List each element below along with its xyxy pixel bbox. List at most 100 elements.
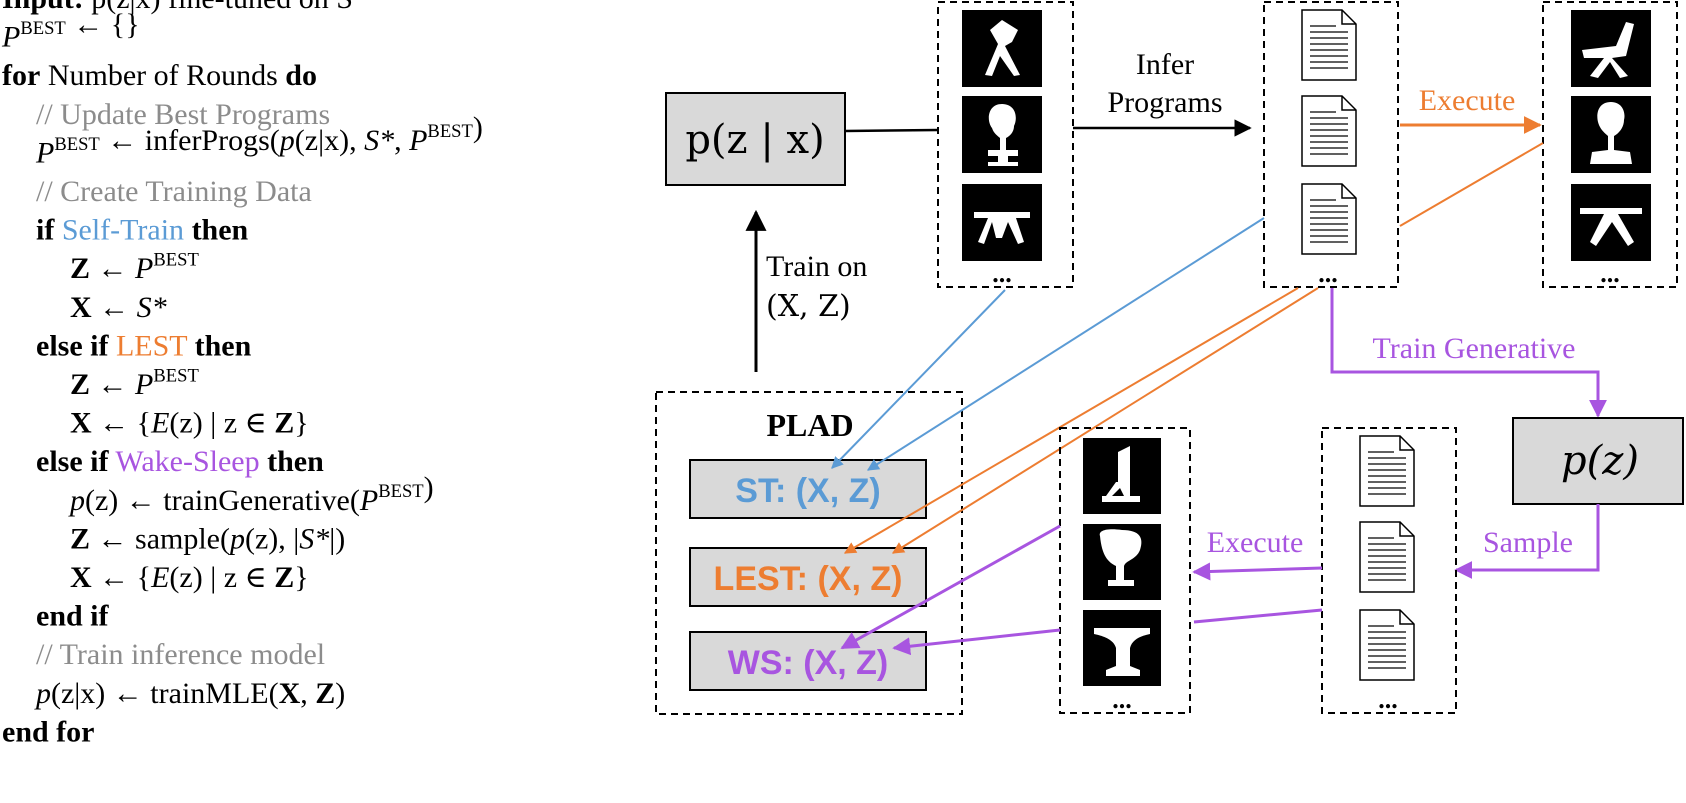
generative-model-box: p(z) [1512, 417, 1684, 505]
algorithm-line: // Create Training Data [36, 175, 312, 208]
lest-arrow-from-executed [891, 287, 1319, 554]
algorithm-token: ) [473, 111, 483, 144]
execute-bottom-label: Execute [1207, 526, 1304, 559]
algorithm-token: P [1, 21, 20, 54]
algorithm-token: then [195, 329, 252, 362]
chair-shape [1590, 102, 1632, 164]
inference-model-box: p(z | x) [665, 92, 846, 186]
algorithm-token: ) [335, 677, 345, 710]
algorithm-line: PBEST ← inferProgs(p(z|x), S*, PBEST) [35, 111, 483, 169]
algorithm-token: p [278, 124, 295, 157]
algorithm-line: // Train inference model [36, 638, 325, 671]
program-doc-icon [1301, 95, 1357, 167]
algorithm-listing: Input: p(z|x) fine-tuned on S*PBEST ← {}… [1, 0, 483, 748]
algorithm-token: X [70, 407, 92, 440]
lest-line-from-executed [1399, 142, 1544, 227]
algorithm-line: Z ← PBEST [70, 250, 199, 286]
table-shape [974, 212, 1030, 244]
ellipsis: ... [1378, 685, 1398, 714]
plad-group: PLAD ST: (X, Z) LEST: (X, Z) WS: (X, Z) [655, 391, 963, 715]
algorithm-line: p(z) ← trainGenerative(PBEST) [68, 471, 434, 517]
algorithm-token: Wake-Sleep [108, 445, 267, 478]
algorithm-token: p [34, 677, 51, 710]
algorithm-token: S* [299, 522, 329, 555]
algorithm-token: E [150, 561, 169, 594]
algorithm-token: Z [315, 677, 335, 710]
chair-shape [1582, 22, 1634, 78]
algorithm-line: end if [36, 600, 110, 633]
algorithm-token: else if [36, 329, 109, 362]
algorithm-token: S* [137, 291, 167, 324]
algorithm-token: } [294, 561, 308, 594]
algorithm-token: Input: [2, 0, 91, 15]
program-doc-icon [1359, 435, 1415, 507]
algorithm-token: P [408, 124, 427, 157]
algorithm-token: , [394, 124, 409, 157]
chair-shape [988, 104, 1018, 166]
ws-box: WS: (X, Z) [689, 631, 927, 691]
algorithm-token: X [70, 561, 92, 594]
algorithm-token: p(z|x) fine-tuned on S* [91, 0, 368, 15]
algorithm-token: Z [70, 522, 90, 555]
algorithm-token: ← sample( [90, 522, 230, 555]
lest-label: LEST: (X, Z) [714, 560, 903, 598]
train-generative-label: Train Generative [1373, 332, 1576, 365]
algorithm-line: for Number of Rounds do [2, 59, 317, 92]
algorithm-token: P [134, 368, 153, 401]
ws-arrow-from-shapes [840, 524, 1061, 650]
st-arrow-from-shapes [831, 289, 1006, 469]
algorithm-token: P [134, 252, 153, 285]
algorithm-token: then [267, 445, 324, 478]
algorithm-token: BEST [153, 250, 199, 271]
algorithm-token: ← { [92, 407, 151, 440]
algorithm-token: Self-Train [54, 214, 191, 247]
ellipsis: ... [1112, 685, 1132, 714]
algorithm-token: p [228, 522, 245, 555]
algorithm-line: X ← {E(z) | z ∈ Z} [70, 407, 309, 440]
ellipsis: ... [1600, 259, 1620, 288]
program-doc-icon [1359, 521, 1415, 593]
ws-label: WS: (X, Z) [728, 644, 889, 682]
algorithm-token: S* [364, 124, 394, 157]
algorithm-token: (z), | [245, 522, 299, 555]
algorithm-token: BEST [54, 134, 100, 155]
algorithm-line: // Update Best Programs [36, 98, 330, 131]
algorithm-token: |) [329, 522, 345, 555]
train-generative-arrow [1330, 288, 1607, 418]
table-shape [1580, 208, 1642, 246]
program-doc-icon [1359, 609, 1415, 681]
algorithm-token: E [150, 407, 169, 440]
train-on-label-line2: (X, Z) [766, 289, 851, 324]
algorithm-token: ← [90, 368, 135, 401]
algorithm-token: P [359, 484, 378, 517]
infer-label-line2: Programs [1108, 86, 1223, 119]
plad-title: PLAD [766, 407, 853, 443]
algorithm-line: else if Wake-Sleep then [36, 445, 324, 478]
algorithm-token: do [285, 59, 317, 92]
st-label: ST: (X, Z) [735, 472, 880, 510]
algorithm-token: // Train inference model [36, 638, 325, 671]
ws-line-from-programs [1193, 608, 1323, 624]
st-arrow-from-programs [866, 217, 1265, 471]
algorithm-line: PBEST ← {} [1, 8, 140, 54]
algorithm-token: BEST [378, 481, 424, 502]
ellipsis: ... [1318, 259, 1338, 288]
ellipsis: ... [992, 259, 1012, 288]
generative-model-label: p(z) [1561, 438, 1639, 484]
algorithm-token: ← inferProgs( [100, 124, 280, 157]
sampled-shapes-group: ... [1059, 427, 1191, 714]
algorithm-line: X ← {E(z) | z ∈ Z} [70, 561, 309, 594]
algorithm-token: X [279, 677, 301, 710]
algorithm-token: Z [274, 561, 294, 594]
algorithm-token: Z [70, 368, 90, 401]
algorithm-token: (z) | z ∈ [169, 561, 274, 594]
algorithm-token: end for [2, 715, 95, 748]
algorithm-token: Z [274, 407, 294, 440]
algorithm-line: X ← S* [70, 291, 167, 324]
algorithm-token: for [2, 59, 40, 92]
infer-label-line1: Infer [1136, 48, 1194, 81]
algorithm-line: Z ← sample(p(z), |S*|) [70, 522, 345, 555]
chair-shape [985, 20, 1020, 76]
algorithm-token: (z) | z ∈ [169, 407, 274, 440]
